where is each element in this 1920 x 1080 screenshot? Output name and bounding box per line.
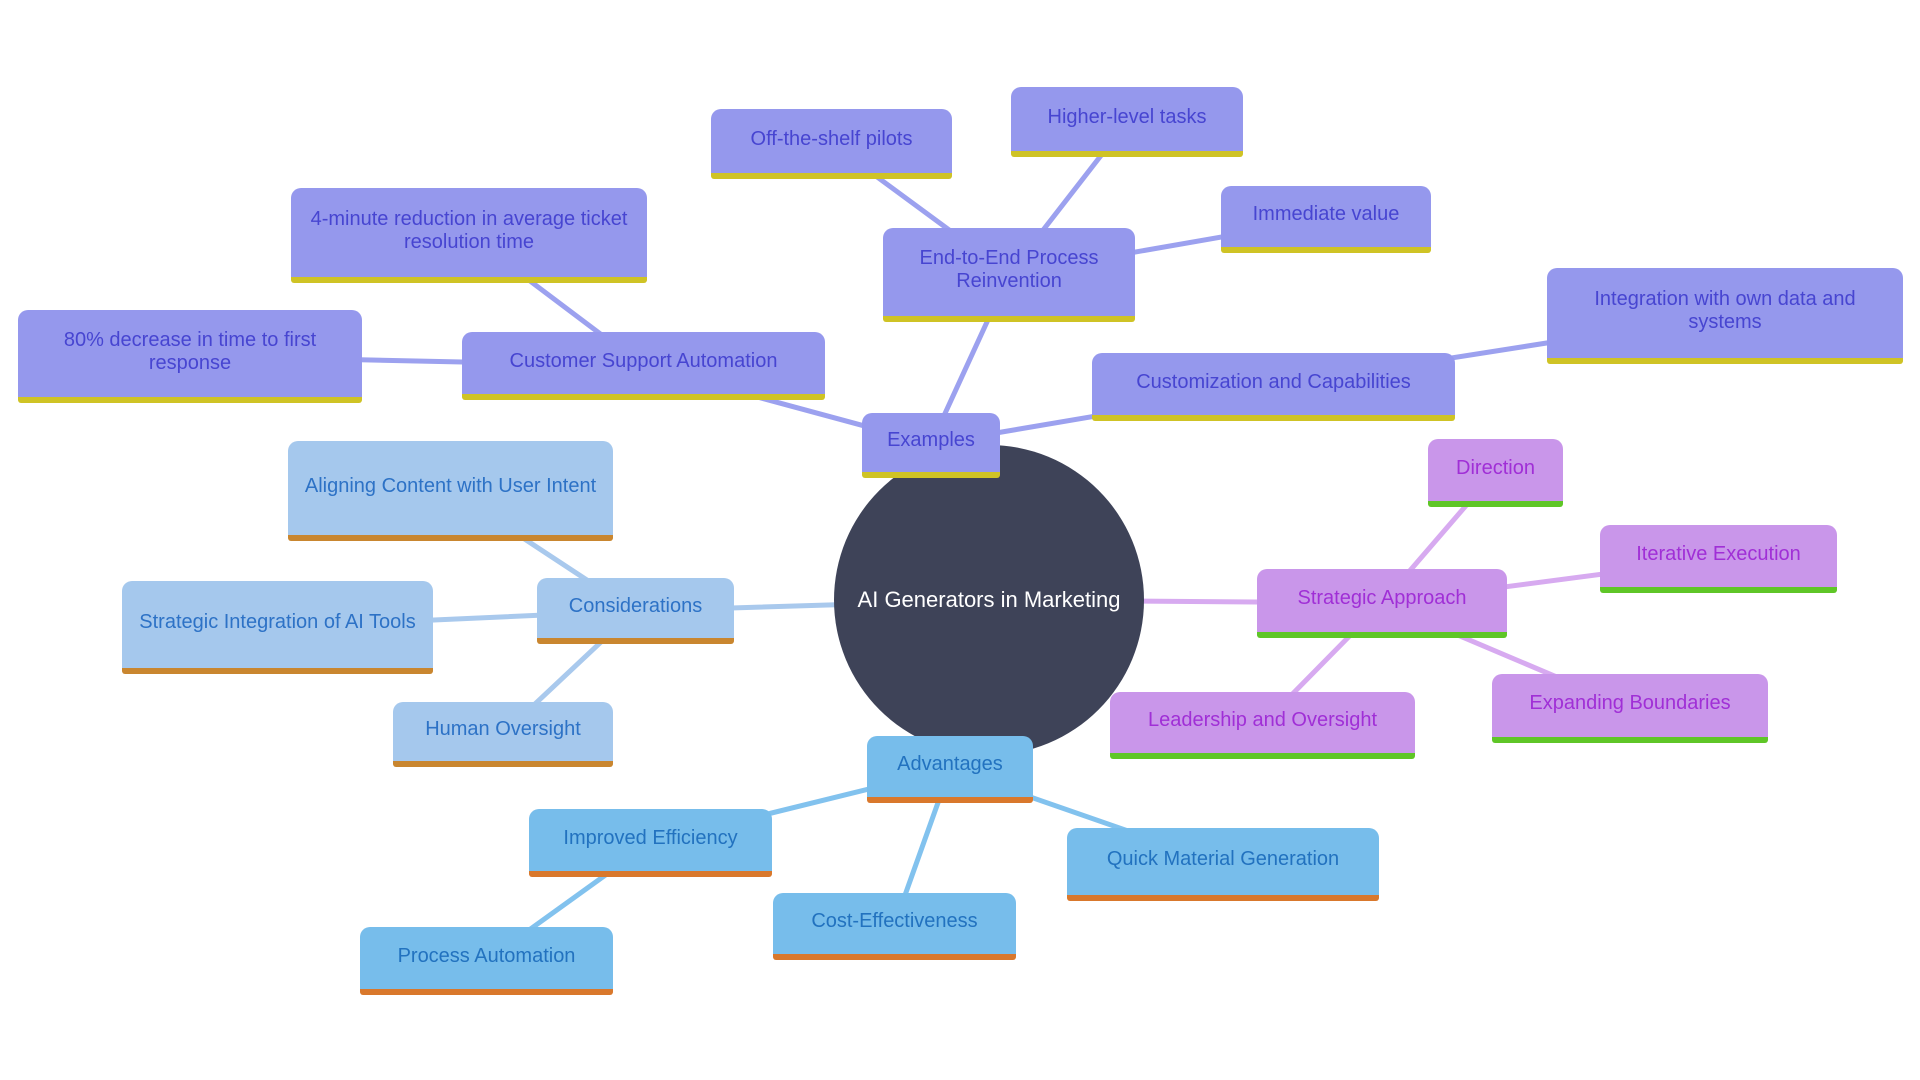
- node-label: 80% decrease in time to first response: [63, 328, 317, 374]
- node-label: Strategic Approach: [1297, 587, 1467, 609]
- node-label: Customization and Capabilities: [1136, 370, 1411, 393]
- node-advantages[interactable]: Advantages: [867, 736, 1033, 803]
- node-label: Leadership and Oversight: [1147, 709, 1378, 731]
- node-aligning-content-user-intent[interactable]: Aligning Content with User Intent: [288, 441, 613, 541]
- central-topic-label: AI Generators in Marketing: [857, 587, 1121, 612]
- node-label: Aligning Content with User Intent: [304, 474, 597, 497]
- central-topic-node[interactable]: AI Generators in Marketing: [834, 445, 1144, 755]
- node-process-automation[interactable]: Process Automation: [360, 927, 613, 995]
- node-ticket-resolution-reduction[interactable]: 4-minute reduction in average ticket res…: [291, 188, 647, 283]
- node-improved-efficiency[interactable]: Improved Efficiency: [529, 809, 772, 877]
- node-label: Expanding Boundaries: [1529, 692, 1731, 714]
- node-label: Customer Support Automation: [509, 349, 778, 372]
- node-immediate-value[interactable]: Immediate value: [1221, 186, 1431, 253]
- node-customer-support-automation[interactable]: Customer Support Automation: [462, 332, 825, 400]
- node-integration-own-data-systems[interactable]: Integration with own data and systems: [1547, 268, 1903, 364]
- node-label: End-to-End Process Reinvention: [919, 247, 1099, 292]
- node-label: Process Automation: [397, 944, 576, 967]
- node-label: Immediate value: [1252, 203, 1400, 225]
- node-label: Examples: [887, 429, 975, 451]
- node-label: Cost-Effectiveness: [811, 910, 978, 932]
- node-quick-material-generation[interactable]: Quick Material Generation: [1067, 828, 1379, 901]
- node-label: Iterative Execution: [1636, 542, 1801, 565]
- node-strategic-approach[interactable]: Strategic Approach: [1257, 569, 1507, 638]
- node-higher-level-tasks[interactable]: Higher-level tasks: [1011, 87, 1243, 157]
- node-direction[interactable]: Direction: [1428, 439, 1563, 507]
- node-considerations[interactable]: Considerations: [537, 578, 734, 644]
- node-label: Quick Material Generation: [1106, 848, 1340, 870]
- node-end-to-end-process-reinvention[interactable]: End-to-End Process Reinvention: [883, 228, 1135, 322]
- node-label: Integration with own data and systems: [1594, 288, 1856, 333]
- node-customization-and-capabilities[interactable]: Customization and Capabilities: [1092, 353, 1455, 421]
- node-label: Improved Efficiency: [563, 826, 738, 849]
- node-human-oversight[interactable]: Human Oversight: [393, 702, 613, 767]
- node-label: Higher-level tasks: [1047, 105, 1207, 128]
- node-label: Human Oversight: [425, 718, 581, 740]
- node-cost-effectiveness[interactable]: Cost-Effectiveness: [773, 893, 1016, 960]
- node-label: Advantages: [897, 753, 1003, 775]
- node-examples[interactable]: Examples: [862, 413, 1000, 478]
- node-label: 4-minute reduction in average ticket res…: [310, 207, 628, 253]
- node-label: Strategic Integration of AI Tools: [139, 611, 416, 633]
- node-first-response-decrease[interactable]: 80% decrease in time to first response: [18, 310, 362, 403]
- node-iterative-execution[interactable]: Iterative Execution: [1600, 525, 1837, 593]
- node-off-the-shelf-pilots[interactable]: Off-the-shelf pilots: [711, 109, 952, 179]
- node-expanding-boundaries[interactable]: Expanding Boundaries: [1492, 674, 1768, 743]
- node-label: Considerations: [568, 594, 703, 617]
- node-label: Direction: [1456, 456, 1535, 479]
- node-label: Off-the-shelf pilots: [750, 127, 913, 150]
- node-strategic-integration-ai-tools[interactable]: Strategic Integration of AI Tools: [122, 581, 433, 674]
- node-leadership-and-oversight[interactable]: Leadership and Oversight: [1110, 692, 1415, 759]
